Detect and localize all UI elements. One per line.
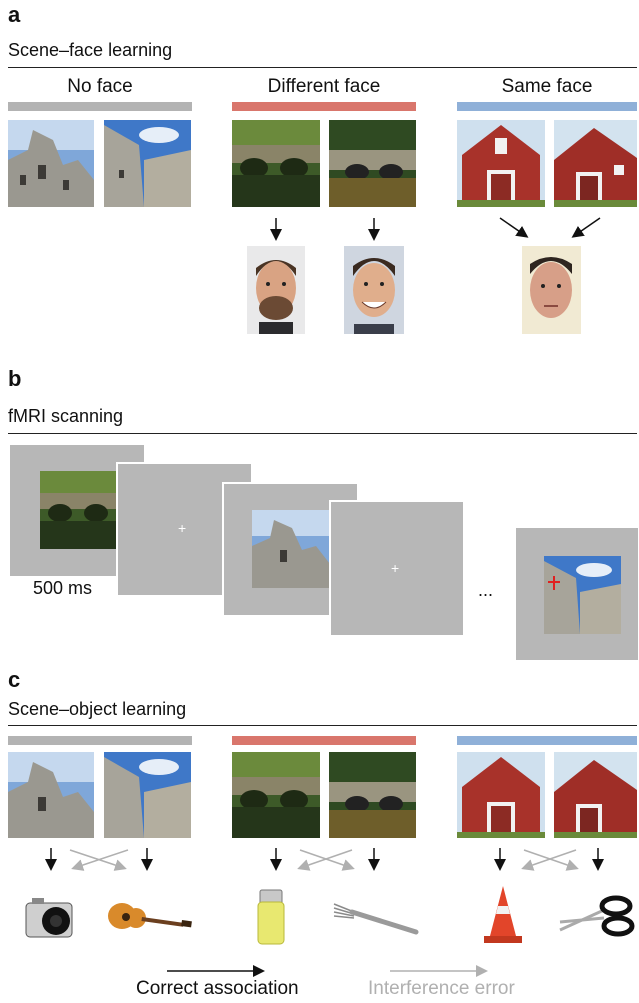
barn-image xyxy=(457,120,545,207)
panel-c-title: Scene–object learning xyxy=(8,699,187,719)
condition-bar-no-face xyxy=(8,736,192,745)
camera-icon xyxy=(25,898,73,938)
face-image xyxy=(247,246,305,334)
bridge-image xyxy=(329,752,416,838)
scan-frame-target xyxy=(514,526,639,662)
panel-a-rule xyxy=(8,67,637,68)
face-image xyxy=(344,246,404,334)
castle-image xyxy=(252,510,330,588)
fixation-cross: + xyxy=(178,520,187,536)
bridge-image xyxy=(40,471,118,549)
barn-image xyxy=(554,752,637,838)
condition-label-same-face: Same face xyxy=(501,76,593,97)
panel-c-rule xyxy=(8,725,637,726)
condition-label-no-face: No face xyxy=(67,76,133,97)
legend-correct-association: Correct association xyxy=(136,978,299,999)
bridge-image xyxy=(232,120,320,207)
face-image xyxy=(522,246,581,334)
sequence-ellipsis: ... xyxy=(478,580,494,600)
bridge-image xyxy=(232,752,320,838)
castle-image xyxy=(104,120,191,207)
panel-b-title: fMRI scanning xyxy=(8,406,124,426)
legend-interference-error: Interference error xyxy=(368,978,515,999)
condition-bar-no-face xyxy=(8,102,192,111)
bridge-image xyxy=(329,120,416,207)
panel-letter-b: b xyxy=(8,366,22,391)
condition-label-different-face: Different face xyxy=(267,76,381,97)
fork-icon xyxy=(333,903,419,935)
panel-a-title: Scene–face learning xyxy=(8,40,173,60)
panel-letter-a: a xyxy=(8,2,21,27)
castle-image xyxy=(8,120,94,207)
condition-bar-same-face xyxy=(457,736,637,745)
condition-bar-same-face xyxy=(457,102,637,111)
guitar-icon xyxy=(108,903,192,929)
arrows-panel-a xyxy=(270,217,601,241)
timing-label: 500 ms xyxy=(33,578,93,598)
arrows-panel-c xyxy=(45,848,604,977)
condition-bar-different-face xyxy=(232,102,416,111)
lighter-icon xyxy=(257,889,285,945)
castle-image xyxy=(104,752,191,838)
castle-image xyxy=(544,556,621,634)
scissors-icon xyxy=(559,895,635,937)
panel-letter-c: c xyxy=(8,667,21,692)
castle-image xyxy=(8,752,94,838)
condition-bar-different-face xyxy=(232,736,416,745)
cone-icon xyxy=(484,886,522,943)
scan-frame-fixation-2: + xyxy=(329,500,465,637)
barn-image xyxy=(457,752,545,838)
fixation-cross: + xyxy=(391,560,400,576)
barn-image xyxy=(554,120,637,207)
panel-b-rule xyxy=(8,433,637,434)
